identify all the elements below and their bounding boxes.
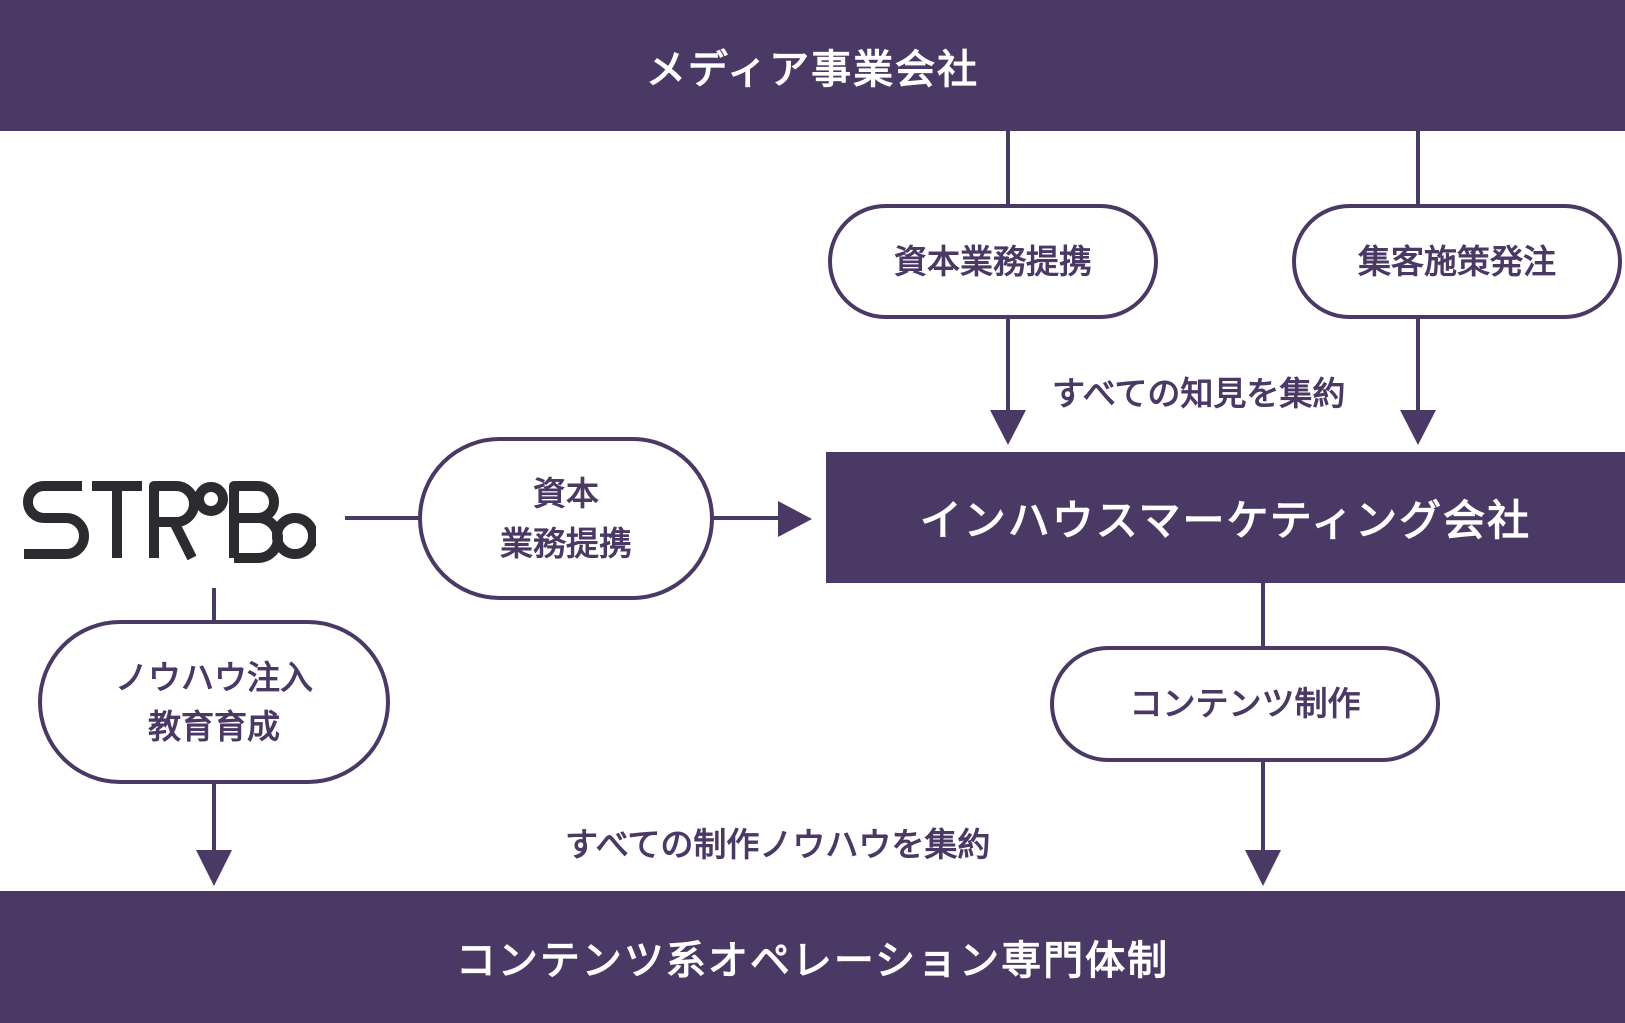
arrowhead-knowhow-to-bottom	[196, 850, 232, 886]
arrowhead-content-to-bottom	[1245, 850, 1281, 886]
knowhow-injection-line1: ノウハウ注入	[115, 657, 313, 697]
media-company-bar: メディア事業会社	[0, 0, 1625, 131]
strobo-logo	[23, 481, 316, 563]
inhouse-marketing-company-bar: インハウスマーケティング会社	[826, 452, 1625, 583]
arrowhead-capital-to-middle	[990, 410, 1026, 445]
arrowhead-acquisition-to-middle	[1400, 410, 1436, 445]
arrowhead-left-pill-to-middle	[778, 501, 812, 537]
capital-partnership-left-line2: 業務提携	[500, 523, 632, 563]
customer-acquisition-pill: 集客施策発注	[1292, 204, 1622, 319]
media-company-label: メディア事業会社	[645, 46, 980, 93]
knowhow-injection-pill: ノウハウ注入 教育育成	[38, 620, 390, 784]
capital-partnership-left-line1: 資本	[533, 474, 599, 513]
all-knowledge-label: すべての知見を集約	[1052, 374, 1346, 413]
capital-partnership-top-label: 資本業務提携	[894, 241, 1092, 281]
capital-partnership-pill-left: 資本 業務提携	[418, 437, 714, 600]
inhouse-marketing-company-label: インハウスマーケティング会社	[919, 496, 1532, 545]
content-production-label: コンテンツ制作	[1129, 684, 1361, 724]
content-operations-bar: コンテンツ系オペレーション専門体制	[0, 891, 1625, 1023]
all-production-knowhow-label: すべての制作ノウハウを集約	[565, 825, 991, 864]
content-production-pill: コンテンツ制作	[1050, 646, 1440, 762]
content-operations-label: コンテンツ系オペレーション専門体制	[455, 938, 1170, 984]
customer-acquisition-label: 集客施策発注	[1358, 241, 1556, 281]
knowhow-injection-line2: 教育育成	[148, 707, 280, 746]
capital-partnership-pill-top: 資本業務提携	[828, 204, 1158, 319]
